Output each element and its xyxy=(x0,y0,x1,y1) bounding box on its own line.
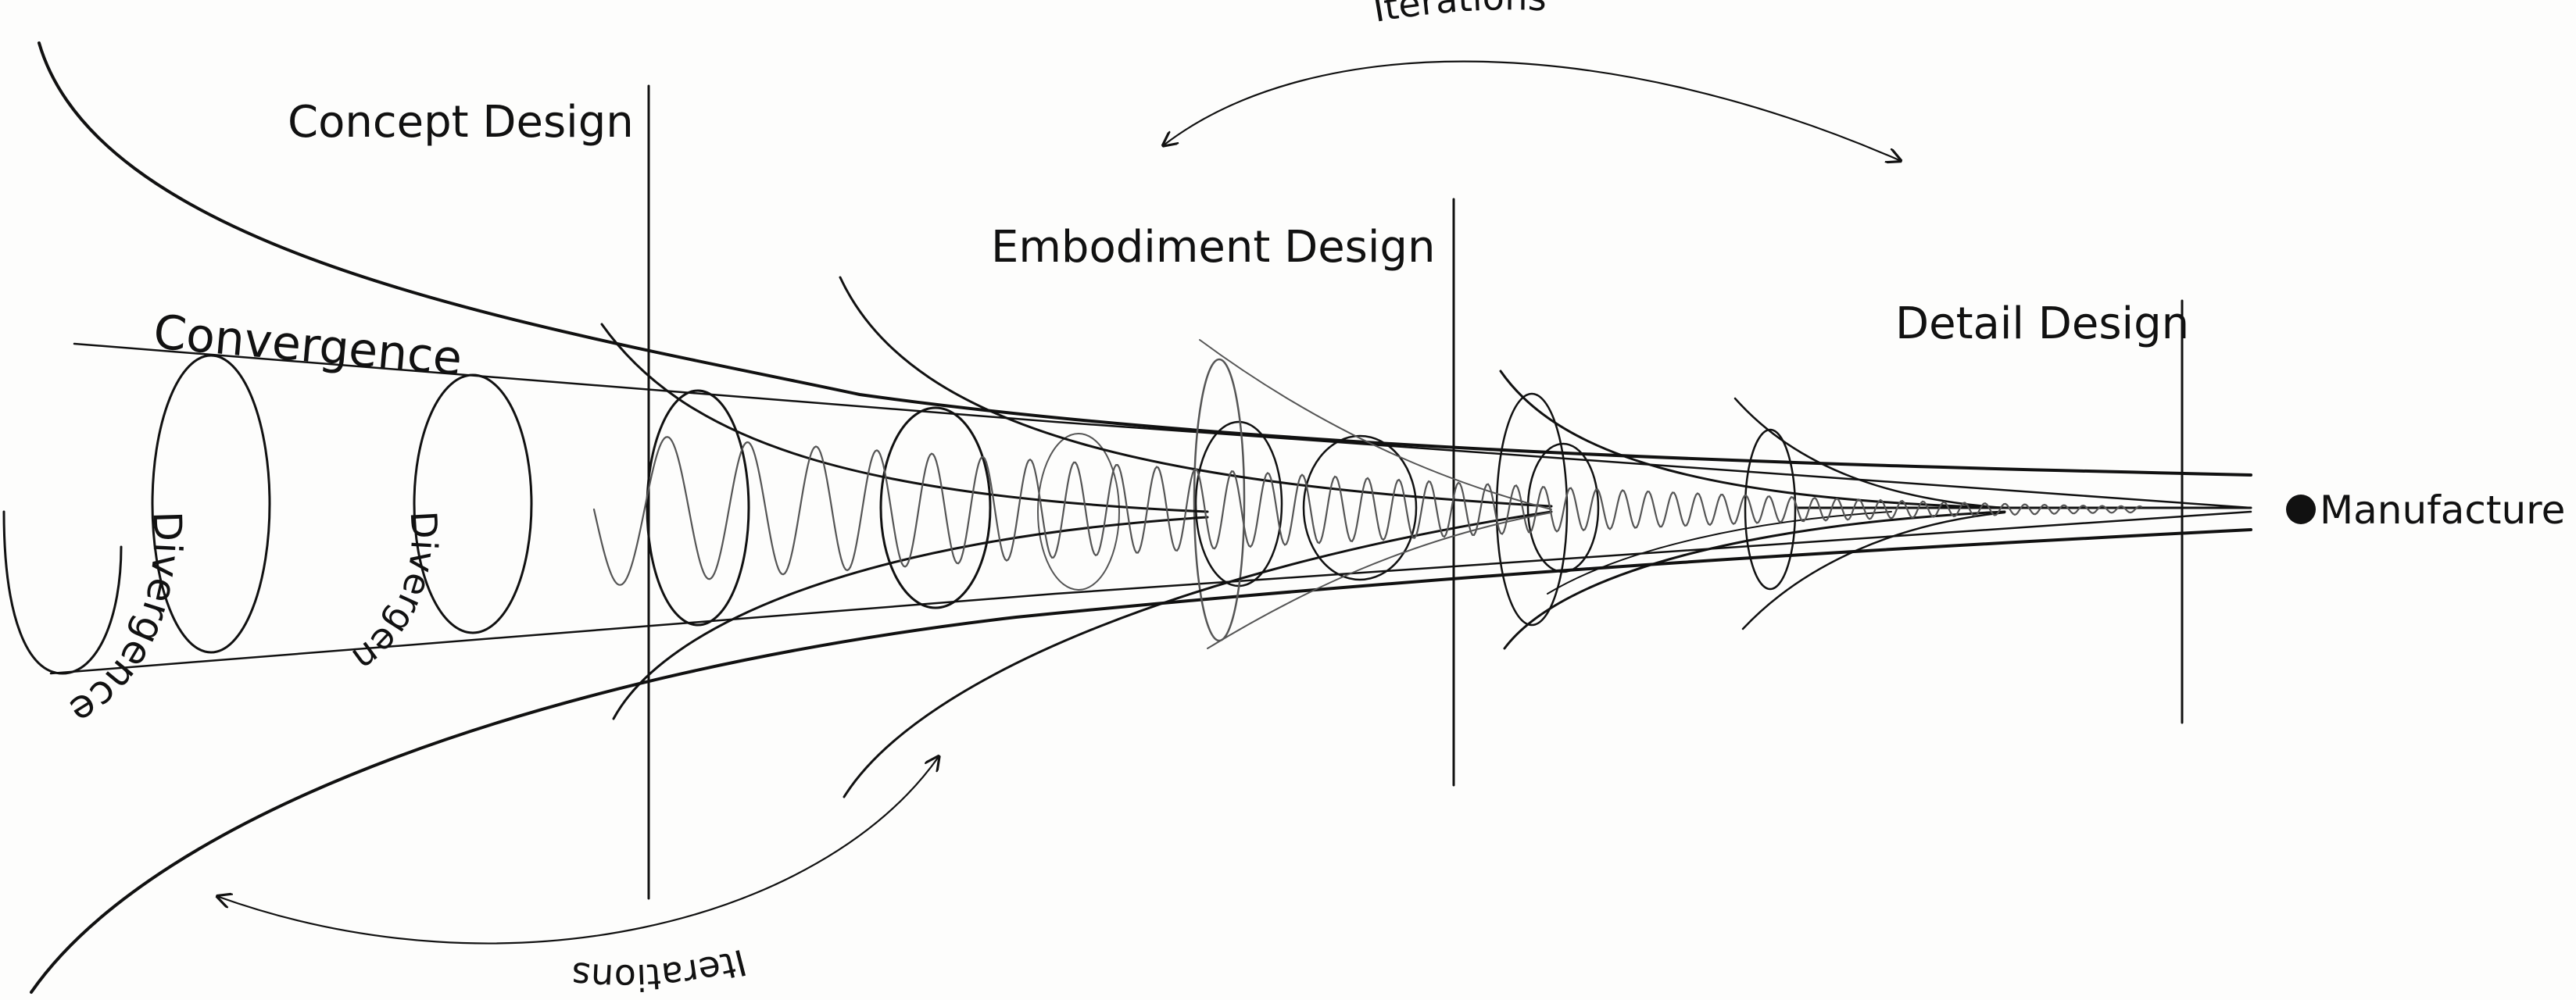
manufacture-label: Manufacture xyxy=(2320,488,2565,533)
sweep-detail-lower xyxy=(1503,510,2006,650)
loop-ellipse-3 xyxy=(646,389,750,627)
loop-ellipse-4 xyxy=(879,406,992,609)
divergence-label-1: Divergence xyxy=(62,511,190,734)
loop-ellipse-11 xyxy=(1037,433,1120,591)
funnel-inner-bottom-line xyxy=(49,510,2252,675)
embodiment-design-label: Embodiment Design xyxy=(991,222,1435,273)
detail-design-label: Detail Design xyxy=(1895,298,2189,349)
oscillation-waveform xyxy=(592,436,2143,586)
iterations-top-label-path: Iterations xyxy=(1370,0,1547,30)
funnel-bottom-curve xyxy=(30,528,2252,994)
loop-ellipse-2 xyxy=(413,373,533,634)
loop-left-open xyxy=(2,510,123,675)
concept-design-label: Concept Design xyxy=(288,97,634,148)
iterations-bottom-label-path: Iterations xyxy=(570,941,751,998)
design-loops xyxy=(2,354,1797,675)
iterations-bottom-arrow xyxy=(219,758,938,945)
sweep-concept-upper xyxy=(600,323,1209,513)
loop-ellipse-10 xyxy=(1744,428,1797,591)
iterations-top-arrow xyxy=(1165,60,1899,160)
sweep-embodiment-faint xyxy=(1199,339,1552,510)
loop-ellipse-5 xyxy=(1194,420,1283,588)
iteration-arrows xyxy=(219,60,1899,945)
convergence-label: Convergence xyxy=(152,305,464,386)
funnel-inner-top-line xyxy=(73,342,2252,509)
sweep-detail-inner-upper xyxy=(1733,397,2006,509)
iterations-top-label: Iterations xyxy=(1370,0,1547,30)
loop-ellipse-1 xyxy=(151,354,271,654)
funnel-top-curve xyxy=(38,41,2252,477)
iterations-bottom-label: Iterations xyxy=(570,941,751,998)
sweep-embodiment-lower xyxy=(843,510,1553,798)
sweep-detail-inner-lower xyxy=(1741,511,2006,630)
loop-ellipse-9 xyxy=(1526,442,1600,573)
loop-ellipse-7 xyxy=(1302,434,1418,581)
sweep-embodiment-upper xyxy=(839,276,1553,508)
sweep-detail-upper xyxy=(1499,370,2006,509)
sweep-embodiment-faint-lower xyxy=(1207,512,1552,649)
manufacture-dot xyxy=(2286,495,2316,524)
loop-ellipse-8 xyxy=(1495,392,1569,627)
divergence-label-1-path: Divergence xyxy=(62,511,190,734)
sweep-concept-lower xyxy=(612,516,1209,720)
sweep-detail-extra-lower xyxy=(1547,511,1892,595)
